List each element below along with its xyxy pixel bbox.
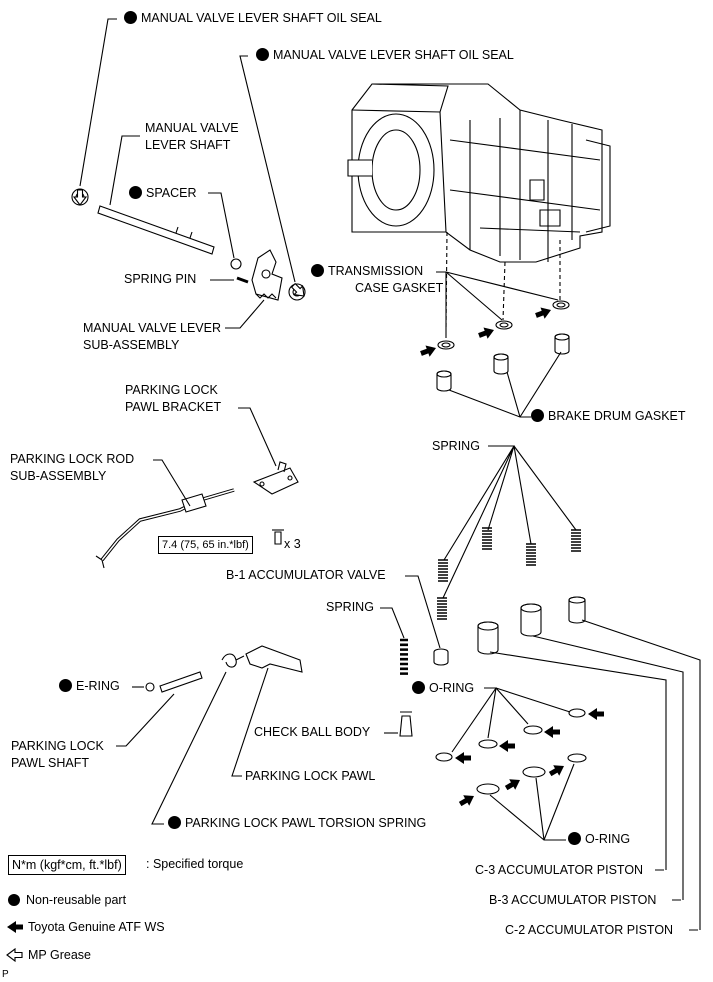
leader-oil-seal-1 xyxy=(79,18,117,187)
transmission-case xyxy=(347,83,611,263)
leader-brake-drum xyxy=(448,351,562,418)
o-rings-1 xyxy=(435,707,605,765)
parking-lock-pawl-shaft xyxy=(159,671,203,693)
non-reusable-dot-icon xyxy=(256,48,269,61)
label-spring-mid: SPRING xyxy=(326,600,374,614)
leader-case-gasket xyxy=(436,271,559,338)
leader-oil-seal-2 xyxy=(239,55,296,283)
leader-spring-top xyxy=(442,445,577,599)
oil-seal-2 xyxy=(288,280,309,301)
leader-spring-mid xyxy=(380,607,405,639)
parking-lock-pawl-bracket xyxy=(252,461,299,495)
leader-torsion-spring xyxy=(151,671,227,825)
o-rings-2 xyxy=(456,753,587,810)
label-e-ring: E-RING xyxy=(59,678,120,695)
parking-lock-pawl xyxy=(245,645,303,673)
leader-rod xyxy=(153,459,191,507)
spring-pin xyxy=(236,276,249,284)
manual-valve-lever-shaft xyxy=(97,205,215,255)
leader-b1-valve xyxy=(405,575,441,649)
spacer xyxy=(230,258,242,270)
label-o-ring-1: O-RING xyxy=(412,680,474,697)
label-b3-piston: B-3 ACCUMULATOR PISTON xyxy=(489,893,657,907)
leader-o-ring-2 xyxy=(489,763,575,841)
label-torsion-spring: PARKING LOCK PAWL TORSION SPRING xyxy=(168,815,426,832)
bracket-bolt xyxy=(272,529,284,545)
check-ball-body xyxy=(399,711,413,737)
spring-mid xyxy=(398,638,410,675)
leader-bracket xyxy=(238,407,277,467)
e-ring xyxy=(145,682,155,692)
leader-o-ring-1 xyxy=(451,687,571,753)
label-oil-seal-2: MANUAL VALVE LEVER SHAFT OIL SEAL xyxy=(256,47,514,64)
legend-non-reusable: Non-reusable part xyxy=(26,893,127,907)
transmission-case-gaskets xyxy=(418,300,570,360)
oil-seal-1 xyxy=(71,188,89,206)
non-reusable-dot-icon xyxy=(412,681,425,694)
non-reusable-dot-icon xyxy=(168,816,181,829)
label-spacer: SPACER xyxy=(129,185,196,202)
leader-pawl xyxy=(231,667,269,777)
manual-valve-lever xyxy=(251,249,283,301)
label-parking-lock-pawl: PARKING LOCK PAWL xyxy=(245,769,376,783)
leader-spacer xyxy=(208,192,235,259)
label-c3-piston: C-3 ACCUMULATOR PISTON xyxy=(475,863,644,877)
brake-drum-gaskets xyxy=(436,333,570,392)
leader-pistons xyxy=(489,619,701,930)
legend-atf-arrow-icon xyxy=(6,920,24,934)
torque-spec-box: 7.4 (75, 65 in.*lbf) xyxy=(158,536,253,554)
non-reusable-dot-icon xyxy=(531,409,544,422)
leader-lever xyxy=(225,299,265,329)
label-spring-pin: SPRING PIN xyxy=(124,272,197,286)
corner-mark: P xyxy=(2,969,9,980)
legend-torque-text: : Specified torque xyxy=(146,857,244,871)
leader-lever-shaft xyxy=(109,135,140,206)
legend-atf: Toyota Genuine ATF WS xyxy=(28,920,165,934)
non-reusable-dot-icon xyxy=(59,679,72,692)
piston-label-ticks xyxy=(655,869,698,931)
label-brake-drum-gasket: BRAKE DRUM GASKET xyxy=(531,408,686,425)
label-bolt-qty: x 3 xyxy=(284,537,301,551)
leader-pawl-shaft xyxy=(116,693,175,747)
legend-grease-arrow-icon xyxy=(6,948,23,962)
label-o-ring-2: O-RING xyxy=(568,831,630,848)
non-reusable-dot-icon xyxy=(568,832,581,845)
non-reusable-dot-icon xyxy=(311,264,324,277)
pawl-torsion-spring xyxy=(221,653,245,668)
legend-torque-box: N*m (kgf*cm, ft.*lbf) xyxy=(8,855,126,875)
springs-top xyxy=(436,527,582,620)
legend-grease: MP Grease xyxy=(28,948,91,962)
non-reusable-dot-icon xyxy=(124,11,137,24)
parking-lock-rod xyxy=(95,488,235,569)
legend-dot-icon xyxy=(8,894,20,906)
b1-accumulator-valve xyxy=(433,648,449,666)
non-reusable-dot-icon xyxy=(129,186,142,199)
label-oil-seal-1: MANUAL VALVE LEVER SHAFT OIL SEAL xyxy=(124,10,382,27)
accumulator-pistons xyxy=(477,596,586,655)
label-check-ball-body: CHECK BALL BODY xyxy=(254,725,371,739)
label-spring-top: SPRING xyxy=(432,439,480,453)
label-b1-accumulator-valve: B-1 ACCUMULATOR VALVE xyxy=(226,568,386,582)
label-c2-piston: C-2 ACCUMULATOR PISTON xyxy=(505,923,674,937)
